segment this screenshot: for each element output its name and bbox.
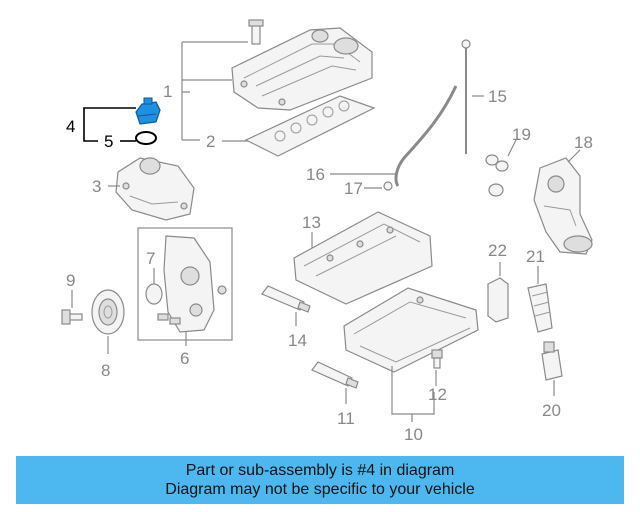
part-17-o-ring[interactable] [383,181,393,191]
callout-5[interactable]: 5 [104,132,113,151]
part-1-bolt[interactable] [248,19,264,45]
callout-3[interactable]: 3 [92,177,101,196]
callout-19[interactable]: 19 [512,125,531,144]
leader-10 [391,366,435,422]
callout-15[interactable]: 15 [488,87,507,106]
callout-16[interactable]: 16 [306,165,325,184]
info-banner: Part or sub-assembly is #4 in diagram Di… [16,456,624,504]
part-16-dipstick-tube[interactable] [394,85,458,187]
part-1-valve-cover[interactable] [231,27,373,111]
callout-21[interactable]: 21 [526,247,545,266]
banner-line-2: Diagram may not be specific to your vehi… [165,481,475,498]
callout-13[interactable]: 13 [302,213,321,232]
callout-6[interactable]: 6 [180,349,189,368]
part-5-seal[interactable] [135,131,157,145]
part-13-ladder-frame[interactable] [293,211,433,305]
leader-19 [507,139,517,157]
leader-18 [567,149,581,163]
part-6-group-box [137,227,233,341]
callout-18[interactable]: 18 [574,133,593,152]
callout-7[interactable]: 7 [146,249,155,268]
callout-20[interactable]: 20 [542,401,561,420]
part-19-seals[interactable] [485,154,509,197]
callout-11[interactable]: 11 [337,409,355,428]
leader-4 [83,107,136,142]
callout-9[interactable]: 9 [66,271,75,290]
leader-1 [181,41,248,141]
part-4-oil-filler-cap[interactable] [135,97,161,125]
callout-1[interactable]: 1 [163,82,172,101]
part-11-sealant[interactable] [311,361,359,389]
callout-17[interactable]: 17 [344,179,363,198]
callout-12[interactable]: 12 [428,385,447,404]
part-7-seal[interactable] [145,283,163,305]
part-22-sensor[interactable] [487,277,509,323]
callout-10[interactable]: 10 [404,425,423,444]
banner-line-1: Part or sub-assembly is #4 in diagram [185,462,455,479]
part-8-pulley[interactable] [91,289,125,335]
part-18-oil-filter-housing[interactable] [533,157,593,255]
part-14-sealant-tube[interactable] [261,285,311,313]
part-2-gasket[interactable] [244,95,376,157]
callout-4[interactable]: 4 [66,117,75,136]
part-21-oil-filter[interactable] [527,283,553,333]
part-6-timing-cover-lower[interactable] [157,235,227,333]
part-9-bolt[interactable] [61,309,83,325]
part-10-oil-pan[interactable] [343,287,479,373]
part-20-filter-cap[interactable] [541,341,563,381]
callout-14[interactable]: 14 [288,331,307,350]
callout-22[interactable]: 22 [488,241,507,260]
part-3-timing-cover[interactable] [115,157,195,221]
callout-8[interactable]: 8 [101,361,110,380]
part-12-drain-plug[interactable] [431,349,443,369]
callout-2[interactable]: 2 [206,132,215,151]
